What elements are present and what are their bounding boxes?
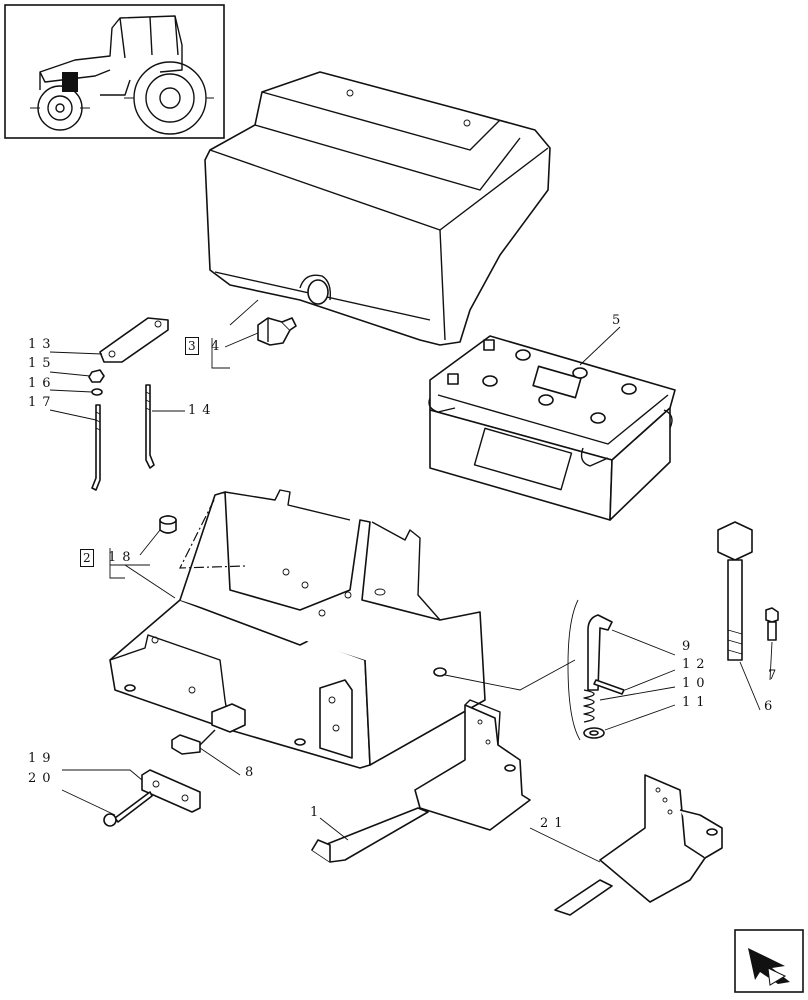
callout-18: 18 bbox=[108, 550, 137, 565]
washer-16 bbox=[91, 388, 103, 396]
callout-8: 8 bbox=[245, 765, 260, 780]
pin-12 bbox=[593, 679, 625, 695]
plug-18 bbox=[159, 515, 177, 534]
callout-2: 2 bbox=[80, 549, 94, 567]
callout-16: 16 bbox=[28, 376, 57, 391]
callout-12: 12 bbox=[682, 657, 711, 672]
callout-3: 3 bbox=[185, 337, 199, 355]
callout-19: 19 bbox=[28, 751, 57, 766]
callout-13: 13 bbox=[28, 337, 57, 352]
callout-10: 10 bbox=[682, 676, 711, 691]
rod-14 bbox=[145, 384, 155, 469]
callout-14: 14 bbox=[188, 403, 217, 418]
callout-17: 17 bbox=[28, 395, 57, 410]
next-page-arrow-icon[interactable] bbox=[734, 929, 804, 993]
spring-10 bbox=[583, 689, 595, 723]
plate-13 bbox=[99, 317, 169, 363]
battery-5 bbox=[428, 335, 676, 521]
bracket-21 bbox=[554, 774, 723, 916]
callout-4: 4 bbox=[211, 339, 226, 354]
hook-pin-9 bbox=[587, 614, 613, 691]
callout-6: 6 bbox=[764, 699, 779, 714]
rod-17 bbox=[91, 404, 101, 491]
knob-4 bbox=[257, 317, 297, 346]
callout-11: 11 bbox=[682, 695, 711, 710]
bolt-6 bbox=[717, 521, 753, 661]
nut-15 bbox=[88, 369, 105, 383]
callout-5: 5 bbox=[612, 313, 627, 328]
leader-lines bbox=[49, 299, 773, 863]
bolt-7 bbox=[765, 607, 779, 641]
battery-tray-2 bbox=[109, 489, 486, 769]
bracket-1 bbox=[311, 699, 531, 863]
washer-11 bbox=[583, 727, 605, 739]
tractor-thumbnail-icon[interactable] bbox=[4, 4, 225, 139]
callout-15: 15 bbox=[28, 356, 57, 371]
callout-20: 20 bbox=[28, 771, 57, 786]
strap-19 bbox=[141, 769, 201, 813]
callout-9: 9 bbox=[682, 639, 697, 654]
callout-21: 21 bbox=[540, 816, 569, 831]
latch-8 bbox=[171, 703, 246, 755]
bolt-20 bbox=[103, 791, 153, 827]
battery-cover bbox=[204, 71, 551, 346]
callout-1: 1 bbox=[310, 805, 325, 820]
callout-7: 7 bbox=[768, 668, 783, 683]
